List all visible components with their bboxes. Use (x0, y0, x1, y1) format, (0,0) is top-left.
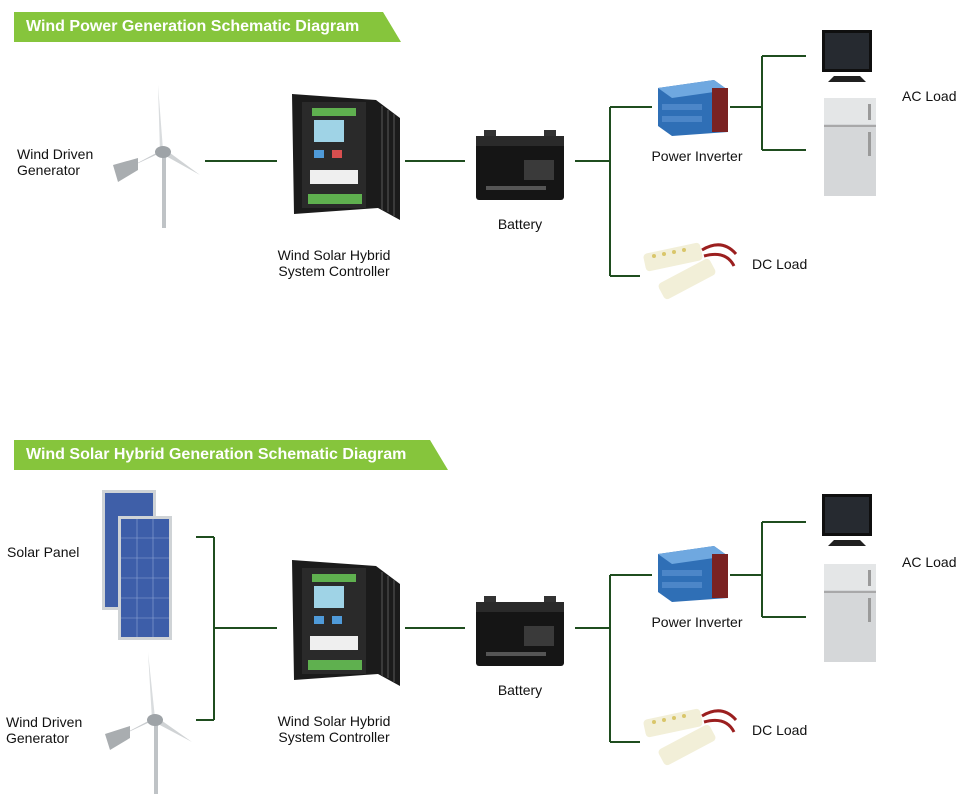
refrigerator-icon (824, 564, 876, 662)
power-inverter-icon (658, 546, 728, 602)
wiring (196, 521, 806, 743)
solar-panel-label: Solar Panel (7, 544, 80, 560)
tv-icon (822, 494, 872, 546)
hybrid-controller-icon (292, 94, 400, 220)
ac-load-label: AC Load (902, 554, 957, 570)
controller-label: Wind Solar Hybrid System Controller (277, 247, 391, 279)
wind-generator-label: Wind Driven Generator (17, 146, 94, 178)
dc-lamp-icon (643, 242, 738, 300)
dc-load-label: DC Load (752, 722, 808, 738)
tv-icon (822, 30, 872, 82)
wind-turbine-icon (113, 85, 200, 228)
power-inverter-icon (658, 80, 728, 136)
inverter-label: Power Inverter (651, 614, 743, 630)
hybrid-controller-icon (292, 560, 400, 686)
wind-turbine-icon (105, 652, 192, 794)
dc-lamp-icon (643, 708, 738, 766)
controller-label: Wind Solar Hybrid System Controller (277, 713, 391, 745)
wind-generator-label: Wind Driven Generator (6, 714, 83, 746)
refrigerator-icon (824, 98, 876, 196)
wind-power-diagram: Wind Power Generation Schematic Diagram … (0, 0, 968, 380)
wiring (205, 55, 806, 277)
section-title: Wind Solar Hybrid Generation Schematic D… (14, 440, 448, 470)
wind-solar-hybrid-diagram: Wind Solar Hybrid Generation Schematic D… (0, 428, 968, 808)
battery-label: Battery (497, 682, 543, 698)
solar-panel-icon (102, 490, 172, 640)
inverter-label: Power Inverter (651, 148, 743, 164)
section-title: Wind Power Generation Schematic Diagram (14, 12, 401, 42)
battery-icon (476, 130, 564, 200)
dc-load-label: DC Load (752, 256, 808, 272)
ac-load-label: AC Load (902, 88, 957, 104)
battery-icon (476, 596, 564, 666)
battery-label: Battery (497, 216, 543, 232)
